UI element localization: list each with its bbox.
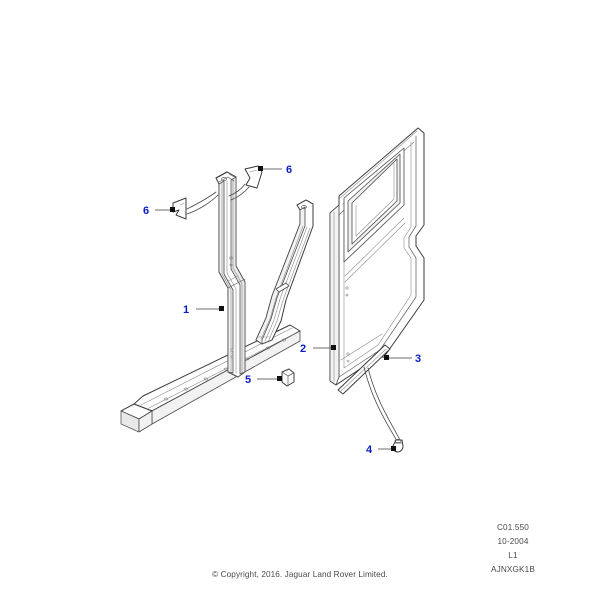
callout-2-label: 2: [300, 343, 306, 355]
sill-rail: [120, 324, 301, 433]
drawing-number: AJNXGK1B: [491, 565, 535, 574]
callout-1[interactable]: 1: [183, 304, 224, 316]
reference-code: C01.550: [496, 523, 529, 532]
callout-2[interactable]: 2: [300, 343, 336, 355]
drawing-date: 10-2004: [497, 537, 529, 546]
grommet-plug: [363, 366, 404, 453]
callout-5-label: 5: [245, 374, 251, 386]
door-shell: [329, 127, 425, 386]
callout-1-label: 1: [183, 304, 189, 316]
copyright-notice: © Copyright, 2016. Jaguar Land Rover Lim…: [212, 570, 388, 579]
hinge-post: [255, 199, 314, 345]
hex-nut-clip: [281, 368, 295, 387]
callout-4[interactable]: 4: [366, 444, 396, 456]
callout-5[interactable]: 5: [245, 374, 282, 386]
callout-6-upper-label: 6: [286, 164, 292, 176]
callout-6-lower[interactable]: 6: [143, 205, 175, 217]
callout-4-label: 4: [366, 444, 373, 456]
pillar-clip-upper: [228, 165, 263, 201]
lower-door-seal: [337, 344, 391, 395]
callout-6-upper[interactable]: 6: [258, 164, 292, 176]
b-pillar-assembly: [215, 171, 246, 378]
callout-6-lower-label: 6: [143, 205, 149, 217]
variant-code: L1: [508, 551, 518, 560]
callout-3-label: 3: [415, 353, 421, 365]
callout-layer: 1 2 3 4: [143, 164, 421, 456]
drawing-reference-block: C01.550 10-2004 L1 AJNXGK1B: [453, 521, 573, 577]
pillar-clip-lower: [172, 191, 219, 220]
callout-3[interactable]: 3: [384, 353, 421, 365]
